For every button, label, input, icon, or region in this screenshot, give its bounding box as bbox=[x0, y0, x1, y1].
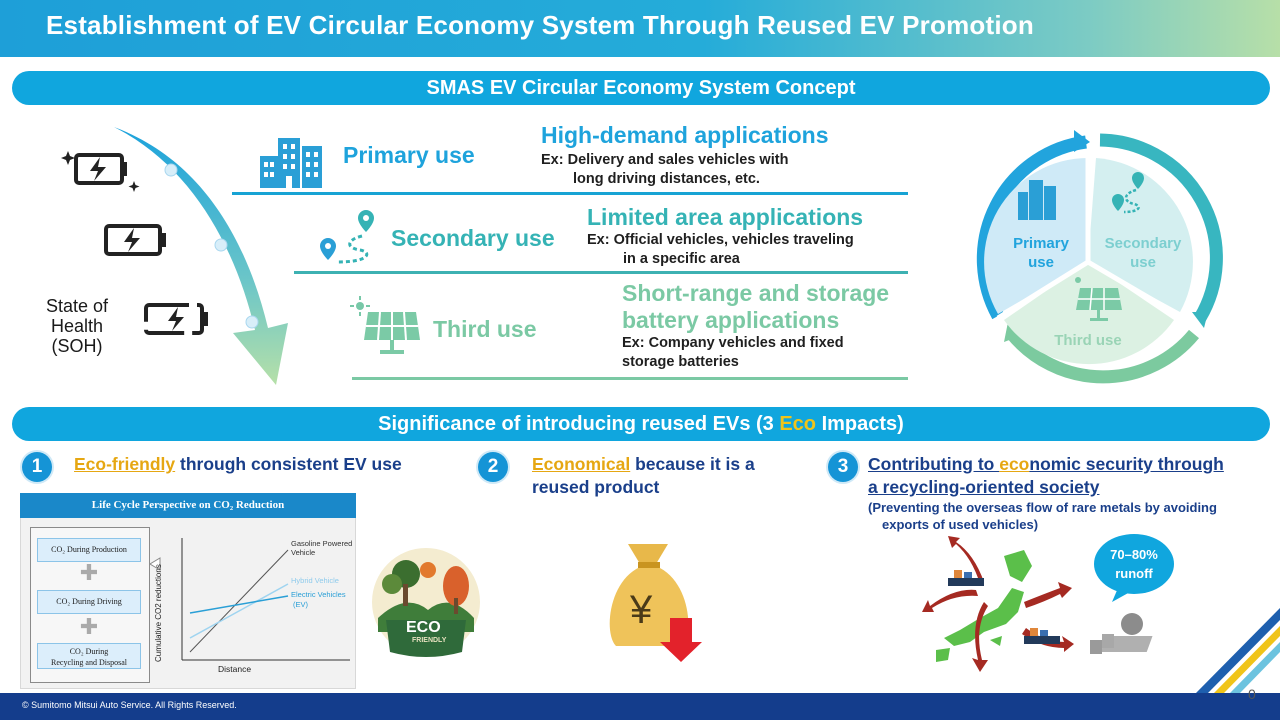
impact-3-badge: 3 bbox=[828, 452, 858, 482]
runoff-word: runoff bbox=[1115, 566, 1153, 581]
significance-heading-pre: Significance of introducing reused EVs (… bbox=[378, 413, 780, 435]
secondary-app-title: Limited area applications bbox=[587, 204, 864, 230]
eco-badge-text: ECO bbox=[406, 619, 441, 636]
third-app-desc-1: Ex: Company vehicles and fixed bbox=[622, 335, 844, 351]
route-pin-icon bbox=[320, 210, 374, 264]
series-ev-2: (EV) bbox=[293, 600, 308, 609]
impact-1-badge: 1 bbox=[22, 452, 52, 482]
title-bar bbox=[0, 0, 1280, 57]
lc-driving: CO₂ During Driving bbox=[37, 590, 141, 614]
yen-symbol: ¥ bbox=[630, 588, 653, 632]
runoff-text: 70–80% runoff bbox=[1098, 545, 1170, 583]
secondary-app-desc-2: in a specific area bbox=[623, 251, 740, 267]
japan-export-map-icon bbox=[922, 536, 1074, 672]
cycle-secondary-l1: Secondary bbox=[1104, 235, 1182, 252]
secondary-use-label: Secondary use bbox=[391, 225, 555, 251]
lc-ylabel: Cumulative CO2 reductions bbox=[154, 564, 163, 662]
row-divider-3 bbox=[352, 377, 908, 380]
impact-3-title: Contributing to economic security throug… bbox=[868, 453, 1224, 499]
eco-badge-sub: FRIENDLY bbox=[412, 637, 447, 644]
page-number: 0 bbox=[1248, 686, 1256, 702]
impact-1-rest: through consistent EV use bbox=[175, 454, 402, 474]
lifecycle-chart bbox=[150, 538, 350, 661]
footer-bar bbox=[0, 693, 1280, 720]
soh-decline-arrow bbox=[114, 127, 288, 385]
lc-recycling-l2: Recycling and Disposal bbox=[51, 658, 127, 667]
circular-cycle-diagram bbox=[976, 130, 1223, 384]
impact-2-rest-2: reused product bbox=[532, 477, 660, 497]
impact-2-highlight: Economical bbox=[532, 454, 631, 474]
copyright: © Sumitomo Mitsui Auto Service. All Righ… bbox=[22, 700, 237, 710]
cycle-third-label: Third use bbox=[1054, 332, 1122, 349]
series-gasoline-2: Vehicle bbox=[291, 548, 316, 557]
runoff-speech-bubble bbox=[1094, 534, 1174, 602]
impact-1-title: Eco-friendly through consistent EV use bbox=[74, 453, 402, 476]
third-use-label: Third use bbox=[433, 316, 537, 342]
third-app-title-1: Short-range and storage bbox=[622, 280, 890, 306]
lc-production: CO₂ During Production bbox=[37, 538, 141, 562]
buildings-icon bbox=[260, 138, 322, 188]
plus-icon: ✚ bbox=[79, 560, 99, 585]
third-app-title-2: battery applications bbox=[622, 307, 840, 333]
series-gasoline-1: Gasoline Powered bbox=[291, 539, 353, 548]
cycle-secondary-l2: use bbox=[1130, 254, 1156, 271]
soh-label: State of Health (SOH) bbox=[45, 296, 109, 356]
low-battery-icon bbox=[144, 303, 208, 335]
runoff-pct: 70–80% bbox=[1110, 547, 1158, 562]
concept-heading: SMAS EV Circular Economy System Concept bbox=[12, 71, 1270, 105]
row-divider-1 bbox=[232, 192, 908, 195]
significance-heading-eco: Eco bbox=[779, 413, 817, 435]
plus-icon: ✚ bbox=[79, 614, 99, 639]
lc-xlabel: Distance bbox=[218, 664, 252, 674]
series-ev-1: Electric Vehicles bbox=[291, 590, 346, 599]
impact-3-rest-1: nomic security through bbox=[1029, 454, 1224, 474]
cycle-primary-l1: Primary bbox=[1013, 235, 1069, 252]
scrap-metal-icon bbox=[1090, 613, 1153, 654]
impact-3-line-2: a recycling-oriented society bbox=[868, 477, 1100, 497]
impact-3-highlight: eco bbox=[999, 454, 1030, 474]
significance-heading: Significance of introducing reused EVs (… bbox=[12, 407, 1270, 441]
impact-1-highlight: Eco-friendly bbox=[74, 454, 176, 474]
half-battery-icon bbox=[104, 224, 166, 256]
series-hybrid: Hybrid Vehicle bbox=[291, 576, 339, 585]
third-app-desc-2: storage batteries bbox=[622, 354, 739, 370]
lifecycle-title: Life Cycle Perspective on CO₂ Reduction bbox=[20, 493, 356, 518]
primary-use-label: Primary use bbox=[343, 142, 475, 168]
significance-heading-post: Impacts) bbox=[816, 413, 904, 435]
primary-app-desc-1: Ex: Delivery and sales vehicles with bbox=[541, 152, 789, 168]
lc-recycling: CO₂ During Recycling and Disposal bbox=[37, 643, 141, 669]
impact-2-title: Economical because it is a reused product bbox=[532, 453, 755, 499]
cycle-secondary-label: Secondary use bbox=[1098, 234, 1188, 272]
impact-3-sub-2: exports of used vehicles) bbox=[882, 517, 1039, 532]
primary-app-desc-2: long driving distances, etc. bbox=[573, 171, 760, 187]
impact-3-sub-1: (Preventing the overseas flow of rare me… bbox=[868, 500, 1217, 515]
row-divider-2 bbox=[294, 271, 908, 274]
impact-2-rest-1: because it is a bbox=[630, 454, 755, 474]
impact-2-badge: 2 bbox=[478, 452, 508, 482]
lc-recycling-l1: CO₂ During bbox=[69, 647, 109, 656]
full-battery-icon bbox=[61, 151, 140, 192]
cycle-primary-l2: use bbox=[1028, 254, 1054, 271]
page-title: Establishment of EV Circular Economy Sys… bbox=[46, 10, 1034, 40]
impact-3-pre: Contributing to bbox=[868, 454, 1000, 474]
money-bag-down-icon bbox=[609, 544, 702, 662]
primary-app-title: High-demand applications bbox=[541, 122, 829, 148]
corner-stripes-decoration bbox=[1196, 608, 1280, 693]
secondary-app-desc-1: Ex: Official vehicles, vehicles travelin… bbox=[587, 232, 854, 248]
solar-panel-icon bbox=[350, 296, 420, 354]
eco-friendly-badge-icon bbox=[372, 548, 480, 657]
cycle-primary-label: Primary use bbox=[1006, 234, 1076, 272]
